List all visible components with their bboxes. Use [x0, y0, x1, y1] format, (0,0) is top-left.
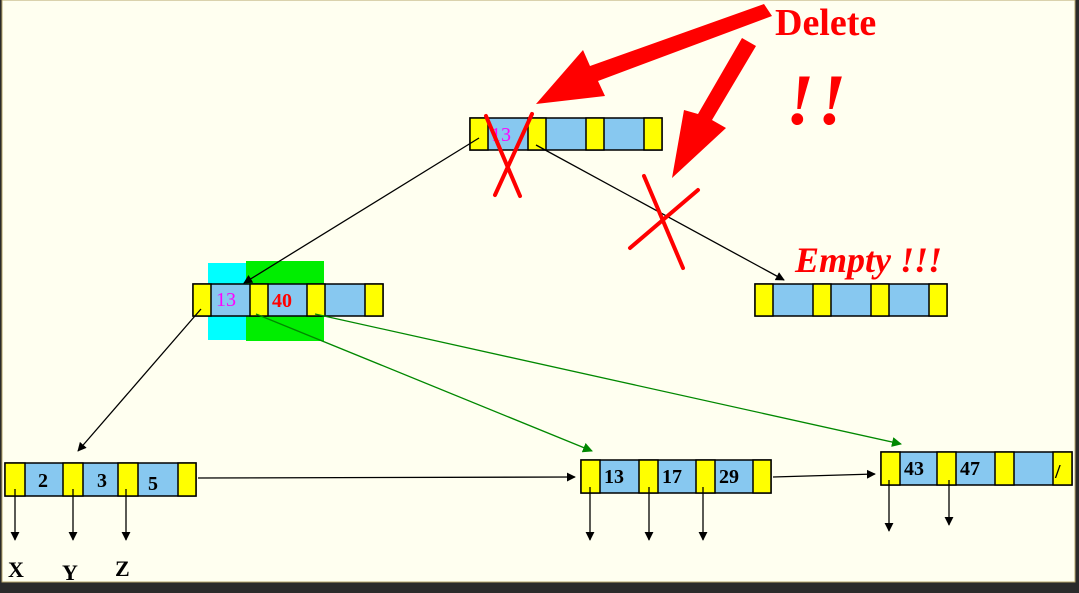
null-pointer-marker: /: [1054, 461, 1061, 483]
pointer-cell: [936, 451, 957, 486]
delete-cross-edge: [628, 174, 700, 270]
pointer-cell: [754, 283, 774, 317]
leaf-label-y: Y: [62, 560, 78, 585]
left-node-key-2: 40: [272, 290, 292, 312]
pointer-cell: [117, 462, 139, 497]
pointer-cell: [192, 283, 212, 317]
pointer-cell: [249, 283, 269, 317]
edge-root-to-left: [243, 137, 480, 284]
leaf-label-x: X: [8, 557, 24, 582]
edge-left-to-leaf3: [314, 313, 902, 447]
leaf2-key-2: 17: [662, 466, 682, 488]
pointer-cell: [469, 117, 489, 151]
leaf-data-pointers: [10, 480, 954, 541]
pointer-cell: [880, 451, 901, 486]
left-internal-node: 13 40: [192, 283, 384, 317]
pointer-cell: [177, 462, 197, 497]
leaf-node-1: 2 3 5: [4, 462, 197, 497]
leaf1-key-3: 5: [148, 473, 158, 495]
double-exclamation: !!: [786, 60, 850, 140]
right-internal-node: [754, 283, 948, 317]
pointer-cell: [527, 117, 547, 151]
delete-cross-root-key: [484, 112, 534, 198]
pointer-cell: [812, 283, 832, 317]
leaf-label-z: Z: [115, 556, 130, 581]
pointer-cell: [585, 117, 605, 151]
empty-annotation: Empty !!!: [794, 240, 942, 280]
edge-leaf1-to-leaf2: [197, 472, 576, 482]
leaf3-key-1: 43: [904, 458, 924, 480]
leaf3-key-2: 47: [960, 458, 980, 480]
edge-leaf2-to-leaf3: [772, 469, 876, 479]
edge-left-to-leaf2: [255, 313, 593, 453]
leaf1-key-1: 2: [38, 470, 48, 492]
leaf-node-3: 43 47 /: [880, 451, 1073, 486]
leaf1-key-2: 3: [97, 470, 107, 492]
delete-annotation: Delete: [775, 2, 876, 44]
pointer-cell: [1052, 451, 1073, 486]
pointer-cell: [364, 283, 384, 317]
pointer-cell: [643, 117, 663, 151]
pointer-cell: [870, 283, 890, 317]
leaf-node-2: 13 17 29: [580, 459, 772, 494]
pointer-cell: [306, 283, 326, 317]
delete-arrow-to-edge: [672, 38, 756, 178]
edge-left-to-leaf1: [77, 308, 202, 452]
pointer-cell: [994, 451, 1015, 486]
delete-arrow-to-key: [536, 4, 772, 104]
pointer-cell: [752, 459, 772, 494]
pointer-cell: [695, 459, 716, 494]
leaf2-key-1: 13: [604, 466, 624, 488]
pointer-cell: [928, 283, 948, 317]
leaf2-key-3: 29: [719, 466, 739, 488]
left-node-key-1: 13: [216, 289, 236, 311]
